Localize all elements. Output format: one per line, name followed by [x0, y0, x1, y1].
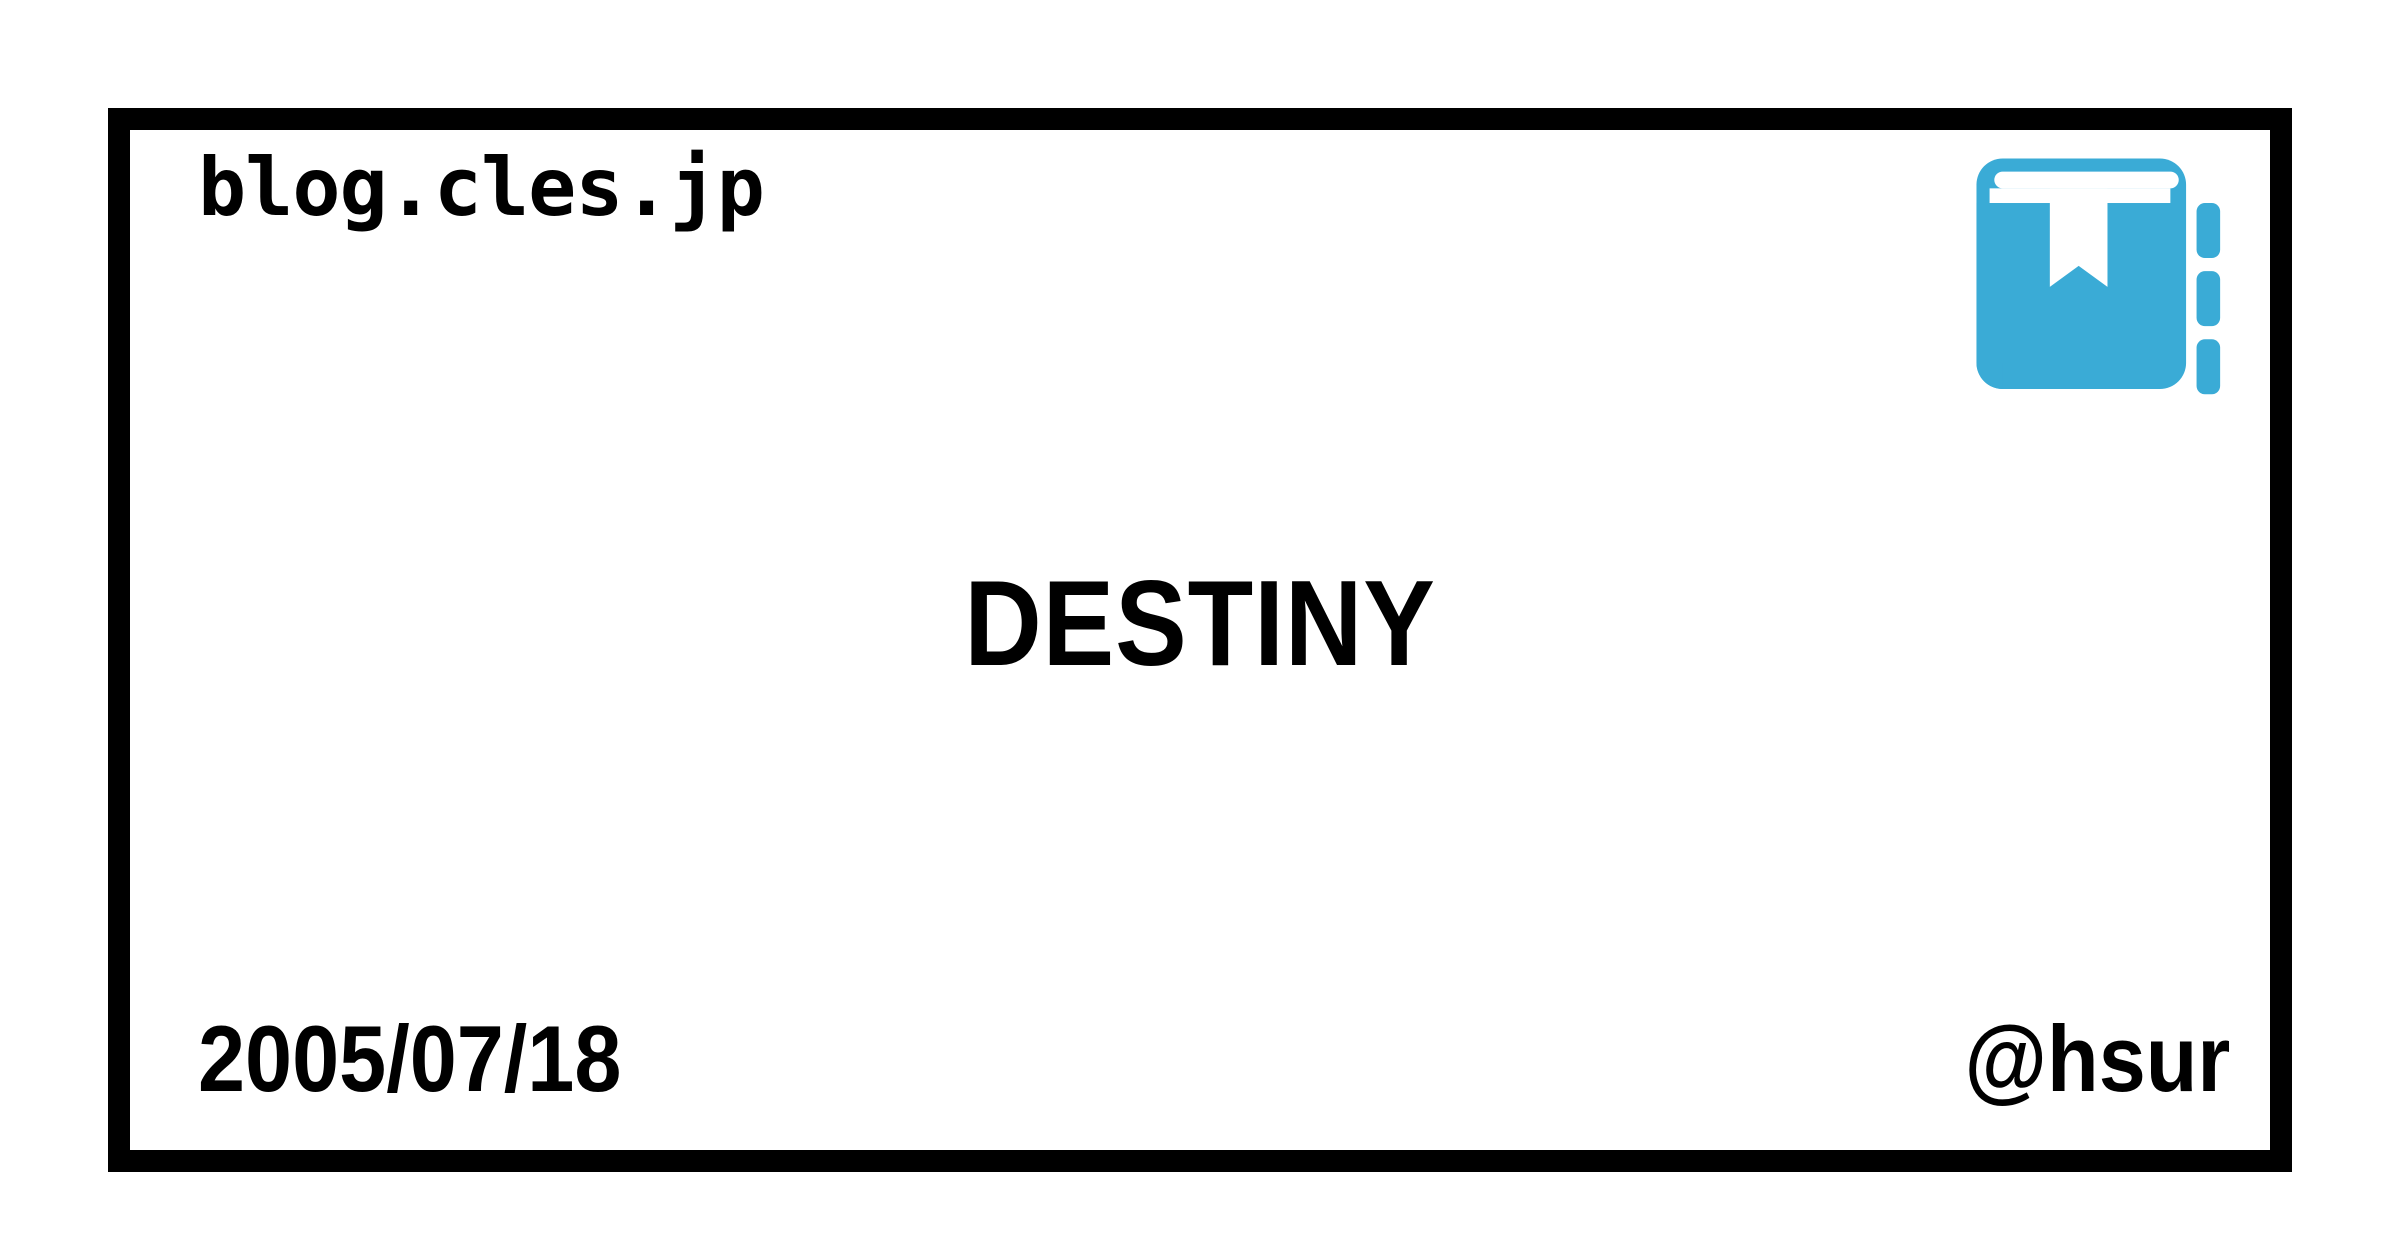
entry-date: 2005/07/18 [198, 1006, 622, 1111]
entry-title: DESTINY [964, 555, 1436, 691]
author-handle: @hsur [1964, 1006, 2230, 1111]
card-frame: blog.cles.jp DESTINY [108, 108, 2292, 1172]
book-icon [1966, 148, 2228, 410]
site-name: blog.cles.jp [198, 141, 765, 234]
card-footer: 2005/07/18 @hsur [198, 1006, 2230, 1106]
